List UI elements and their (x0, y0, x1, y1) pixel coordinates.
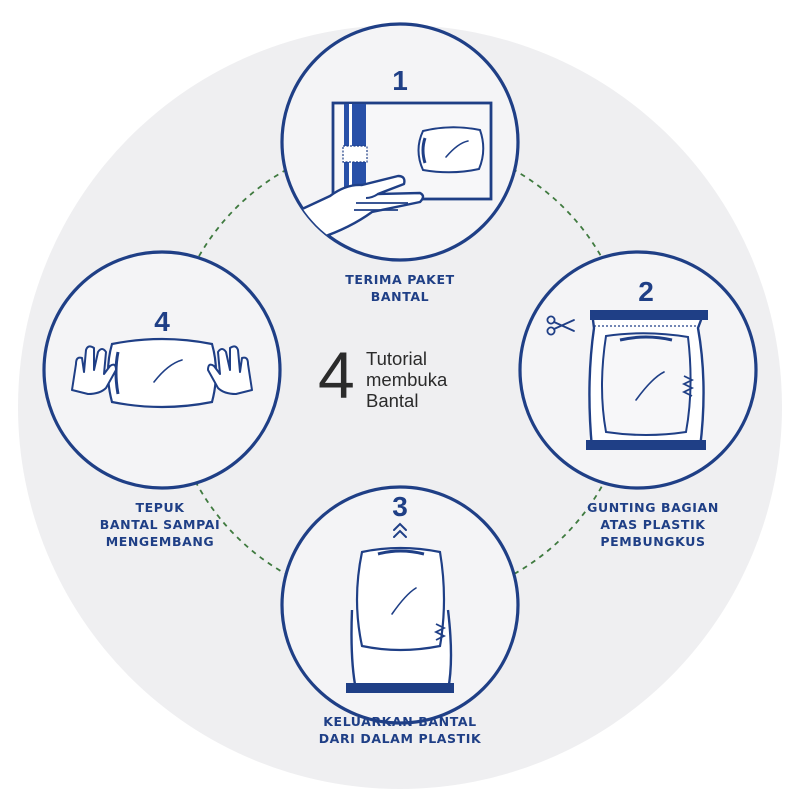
step-3-circle: 3 (280, 485, 520, 725)
step-2-circle: 2 (518, 250, 758, 490)
step-1-label-line: BANTAL (370, 289, 430, 304)
step-2-number: 2 (638, 276, 654, 307)
step-4-label-line: BANTAL SAMPAI (99, 517, 221, 532)
step-1-label-line: TERIMA PAKET (345, 272, 455, 287)
center-title-text: Tutorial membuka Bantal (366, 348, 447, 411)
plastic-bag-illustration (586, 310, 708, 450)
right-hand-icon (207, 345, 253, 395)
left-hand-icon (71, 345, 117, 395)
pillow-out-of-bag-illustration (346, 546, 454, 693)
step-3-label-line: KELUARKAN BANTAL (323, 714, 477, 729)
step-4-label: TEPUK BANTAL SAMPAI MENGEMBANG (60, 499, 260, 550)
step-1-number: 1 (392, 65, 408, 96)
step-1-label: TERIMA PAKET BANTAL (300, 271, 500, 305)
center-title: 4 Tutorial membuka Bantal (318, 340, 488, 416)
center-title-line: Tutorial (366, 348, 428, 369)
step-2-label-line: PEMBUNGKUS (600, 534, 706, 549)
step-4-circle: 4 (42, 250, 282, 490)
scissors-icon (546, 315, 575, 336)
step-2-label-line: ATAS PLASTIK (600, 517, 706, 532)
step-4-label-line: TEPUK (135, 500, 185, 515)
center-title-line: Bantal (366, 390, 419, 411)
hand-illustration (298, 174, 425, 242)
center-title-line: membuka (366, 369, 448, 390)
package-box-illustration (331, 101, 493, 201)
step-4-label-line: MENGEMBANG (105, 534, 215, 549)
step-3-label: KELUARKAN BANTAL DARI DALAM PLASTIK (290, 713, 510, 747)
step-3-label-line: DARI DALAM PLASTIK (318, 731, 482, 746)
step-4-number: 4 (154, 306, 170, 337)
step-3-number: 3 (392, 491, 408, 522)
step-2-label-line: GUNTING BAGIAN (587, 500, 719, 515)
center-title-number: 4 (318, 338, 355, 412)
step-2-label: GUNTING BAGIAN ATAS PLASTIK PEMBUNGKUS (553, 499, 753, 550)
step-1-circle: 1 (280, 22, 520, 262)
background-disc (18, 25, 782, 789)
up-arrow-icon (393, 522, 407, 538)
fluffed-pillow-illustration (106, 337, 218, 409)
